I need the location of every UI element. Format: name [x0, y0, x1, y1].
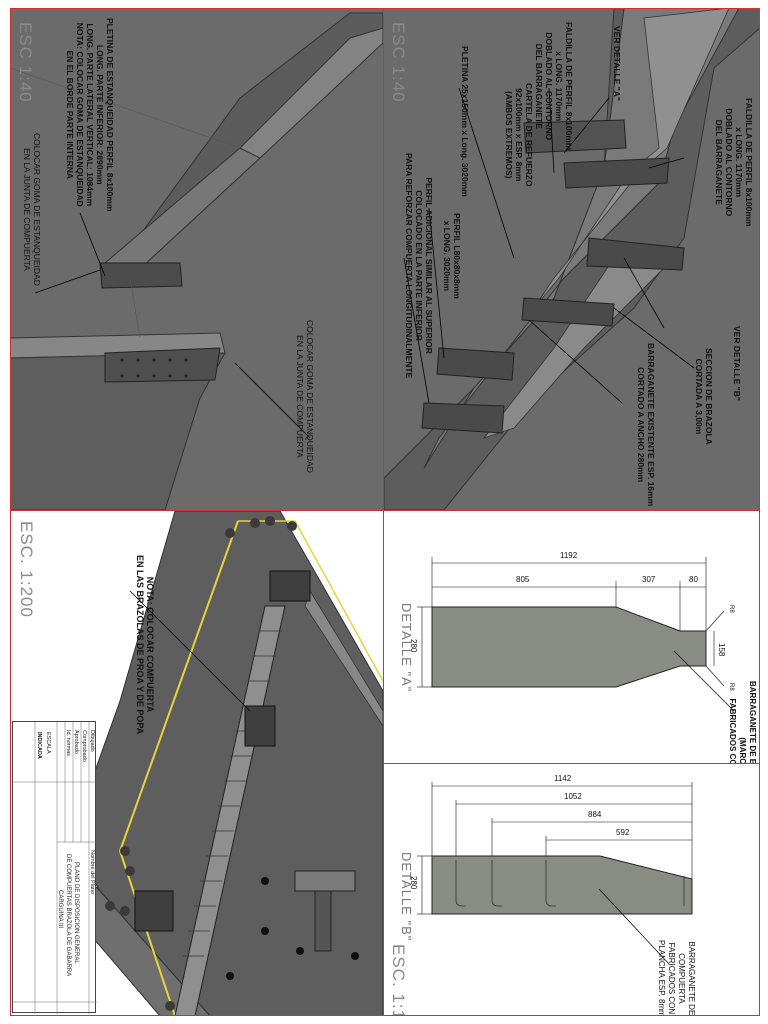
scale-label-tr: ESC 1:40	[389, 22, 408, 103]
tb-row-dibujado: Dibujado	[89, 730, 95, 752]
scale-label-br: ESC. 1:16	[389, 944, 408, 1016]
note-pletina-25x150: PLETINA 25x150mm x Long. 3020mm	[460, 46, 470, 197]
detalle-b-drawing	[417, 782, 693, 965]
scale-label-tl: ESC 1:40	[16, 22, 35, 103]
detalle-b-title: BARRAGANETE DE COMPUERTA FABRICADOS CON …	[657, 940, 696, 1016]
tb-escala-value: INDICADA	[36, 732, 42, 759]
dim-b-592: 592	[616, 828, 630, 837]
panel-top-right: ESC 1:40 VER DETALLE "A" FALDILLA DE PER…	[384, 8, 760, 510]
barge-hatch-view	[39, 511, 383, 1016]
note-pletina-estanqueidad: PLETINA DE ESTANQUEIDAD PERFIL 8x100mm L…	[65, 18, 115, 212]
dim-a-158: 158	[717, 643, 726, 657]
dim-b-total: 1142	[554, 774, 572, 783]
note-ver-detalle-b: VER DETALLE "B"	[732, 326, 742, 401]
note-perfil-adicional: PERFIL ADICIONAL SIMILAR AL SUPERIOR COL…	[404, 153, 434, 379]
note-perfil-l80: PERFIL L80x80x8mm x LONG. 3020mm	[442, 213, 462, 299]
panel-general-arrangement: ESC. 1:200 NOTA: COLOCAR COMPUERTA EN LA…	[10, 511, 383, 1016]
tb-nombre-label: Nombre del Plano	[89, 850, 95, 895]
tb-row-comprobado: Comprobado	[81, 730, 87, 762]
dim-b-884: 884	[588, 810, 602, 819]
gate-3d-view-left	[10, 8, 383, 510]
note-goma-junta-1: COLOCAR GOMA DE ESTANQUEIDAD EN LA JUNTA…	[22, 133, 42, 286]
note-seccion-brazola: SECCION DE BRAZOLA CORTADA A 3,00m	[694, 348, 714, 445]
note-cartela-refuerzo: CARTELA DE REFUERZO 92x100mm x ESP. 8mm …	[504, 83, 534, 187]
title-block: ESCALA INDICADA Dibujado Comprobado Apro…	[12, 721, 97, 1014]
bolt-holes	[120, 358, 188, 378]
detalle-a-drawing	[417, 557, 735, 712]
detalle-a-title: BARRAGANETE DE EXTREMOS DE COMPUERTA (MA…	[727, 681, 757, 763]
note-faldilla-1: FALDILLA DE PERFIL 8x100mm x LONG. 1170m…	[534, 22, 574, 151]
dim-a-total: 1192	[560, 551, 578, 560]
tb-plano-line2: DE COMPUERTAS BRAZOLA DE GABARRA	[65, 854, 71, 977]
detalle-a-label: DETALLE "A"	[399, 603, 414, 693]
gate-3d-view-right	[384, 8, 760, 510]
tb-row-aprobado: Aprobado	[73, 730, 79, 754]
detalle-b-label: DETALLE "B"	[399, 852, 414, 942]
tb-plano-line3: CARGUINA III	[57, 890, 63, 929]
panel-top-left: ESC 1:40 PLETINA DE ESTANQUEIDAD PERFIL …	[10, 8, 383, 510]
note-ver-detalle-a: VER DETALLE "A"	[612, 26, 622, 101]
panel-detalle-a: 1192 805 307 80 280 158 R8 R8 DETALLE "A…	[384, 511, 760, 763]
dim-a-80: 80	[689, 575, 698, 584]
scale-label-ml: ESC. 1:200	[17, 521, 36, 618]
dim-a-805: 805	[516, 575, 530, 584]
dim-a-307: 307	[642, 575, 656, 584]
dim-b-1052: 1052	[564, 792, 582, 801]
panel-detalle-b: 1142 1052 884 592 280 DETALLE "B" BARRAG…	[384, 764, 760, 1016]
tb-plano-line1: PLANO DE DISPOSICION GENERAL	[73, 862, 79, 964]
note-goma-junta-2: COLOCAR GOMA DE ESTANQUEIDAD EN LA JUNTA…	[295, 320, 315, 473]
tb-escala-label: ESCALA	[45, 732, 51, 754]
note-faldilla-2: FALDILLA DE PERFIL 8x100mm x LONG. 1170m…	[714, 98, 754, 227]
title-block-grid	[13, 722, 97, 1014]
tb-row-normas: Id. normas	[65, 730, 71, 756]
dim-a-r1: R8	[728, 605, 734, 613]
note-colocar-compuerta: NOTA: COLOCAR COMPUERTA EN LAS BRAZOLAS …	[135, 555, 155, 735]
note-barraganete-existente: BARRAGANETE EXISTENTE ESP. 16mm CORTADO …	[636, 343, 656, 507]
